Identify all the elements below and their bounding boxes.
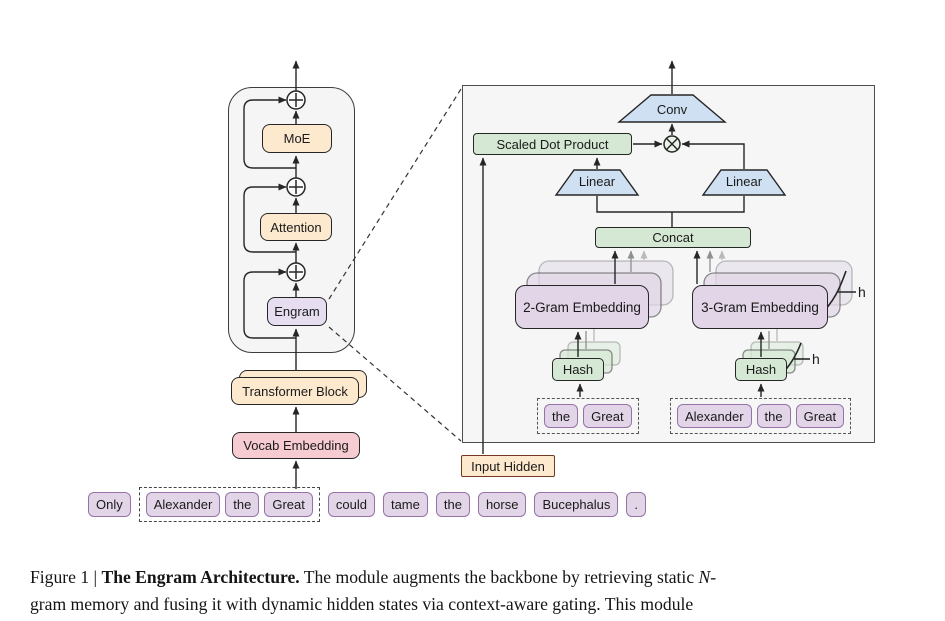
caption-body-2: gram memory and fusing it with dynamic h… <box>30 594 694 614</box>
input-hidden-block: Input Hidden <box>461 455 555 477</box>
vocab-embedding-block: Vocab Embedding <box>232 432 360 459</box>
add-gate-icon-middle <box>286 177 306 197</box>
hash-block-right: Hash <box>735 358 787 381</box>
figure-caption: Figure 1 | The Engram Architecture. The … <box>30 564 938 618</box>
heads-count-label-hash: h <box>812 351 820 367</box>
token: Great <box>795 404 845 428</box>
engram-block: Engram <box>267 297 327 326</box>
caption-line-2: gram memory and fusing it with dynamic h… <box>30 591 938 618</box>
add-gate-icon-bottom <box>286 262 306 282</box>
heads-count-label-embedding: h <box>858 284 866 300</box>
linear-right-trapezoid <box>701 169 787 196</box>
trapezoid-shapes <box>554 94 787 196</box>
token: the <box>435 492 470 517</box>
two-gram-embedding-block: 2-Gram Embedding <box>515 285 649 329</box>
conv-trapezoid <box>617 94 727 123</box>
transformer-block: Transformer Block <box>231 377 359 405</box>
three-gram-embedding-block: 3-Gram Embedding <box>692 285 828 329</box>
moe-block: MoE <box>262 124 332 153</box>
token: Great <box>264 492 313 517</box>
trigram-token-group: Alexander the Great <box>670 398 852 434</box>
token: Bucephalus <box>534 492 619 517</box>
module-arrows <box>479 60 765 454</box>
input-sentence-row: Only Alexander the Great could tame the … <box>88 487 647 522</box>
token: Alexander <box>677 404 752 428</box>
attention-block: Attention <box>260 213 332 241</box>
token: tame <box>382 492 428 517</box>
token: Great <box>583 404 632 428</box>
token: could <box>327 492 375 517</box>
token: the <box>756 404 791 428</box>
caption-italic-n: N <box>698 567 711 587</box>
token: . <box>626 492 647 517</box>
scaled-dot-product-block: Scaled Dot Product <box>473 133 632 155</box>
residual-add-icons <box>286 90 306 282</box>
hash-block-left: Hash <box>552 358 604 381</box>
gating-multiply-icon <box>663 135 681 153</box>
module-stack-arrows-gray <box>585 250 770 349</box>
module-stack-arrows-light <box>593 250 778 341</box>
linear-left-label: Linear <box>578 173 616 189</box>
bigram-token-group: the Great <box>537 398 639 434</box>
highlighted-ngram-group: Alexander the Great <box>138 487 320 522</box>
token: Only <box>88 492 131 517</box>
caption-body-1: The module augments the backbone by retr… <box>299 567 699 587</box>
linear-right-label: Linear <box>725 173 763 189</box>
token: the <box>544 404 579 428</box>
token: horse <box>477 492 527 517</box>
caption-title: The Engram Architecture. <box>101 567 300 587</box>
token: the <box>225 492 260 517</box>
conv-label: Conv <box>656 101 688 117</box>
caption-figure-label: Figure 1 | <box>30 567 102 587</box>
backbone-arrows <box>243 60 300 489</box>
caption-line-1: Figure 1 | The Engram Architecture. The … <box>30 564 938 591</box>
zoom-connector-lines <box>328 88 462 442</box>
caption-hyphen: - <box>710 567 717 587</box>
token: Alexander <box>145 492 221 517</box>
concat-block: Concat <box>595 227 751 248</box>
linear-left-trapezoid <box>554 169 640 196</box>
add-gate-icon-top <box>286 90 306 110</box>
